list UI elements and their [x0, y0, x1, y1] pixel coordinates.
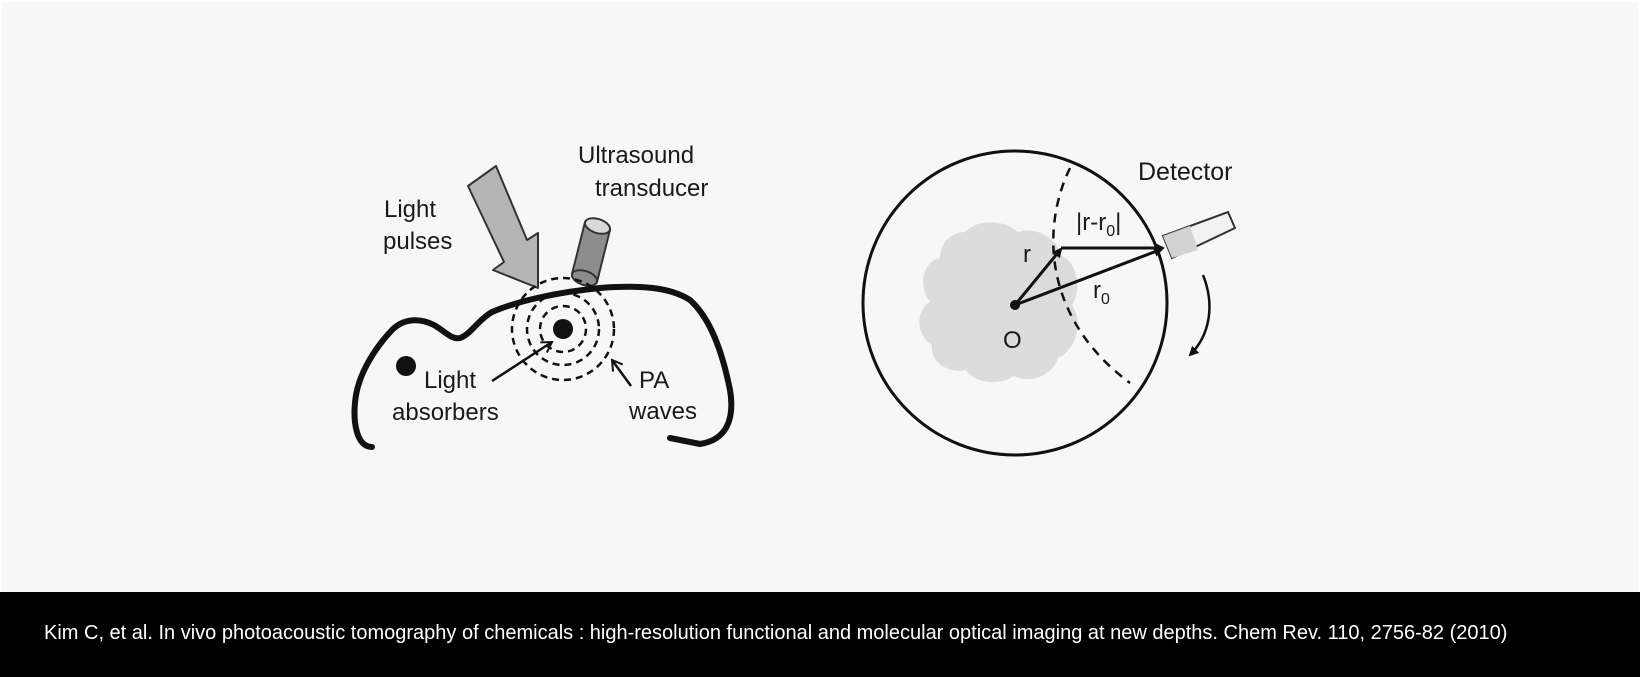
scan-circle: [861, 149, 1169, 457]
light-absorber-dot: [553, 319, 573, 339]
r-label: r: [1023, 241, 1031, 268]
tissue-outline: [351, 283, 735, 450]
rotation-arrow: [1188, 274, 1211, 357]
light-absorber-dot: [396, 356, 416, 376]
pa-pointer-arrow: [610, 358, 633, 387]
r0-vector: [1014, 247, 1164, 307]
light-pulse-arrow: [467, 165, 539, 289]
ultrasound-transducer-icon: [570, 217, 612, 287]
pa-waves-icon: [510, 276, 616, 382]
diagram-canvas: Ultrasound transducer Light pulses Light…: [351, 142, 1237, 457]
light-label-line2: pulses: [383, 228, 452, 255]
pa-label-line2: waves: [628, 398, 697, 425]
light-label-line1: Light: [384, 196, 436, 223]
detector-icon: [1161, 210, 1237, 260]
origin-point: [1010, 300, 1020, 310]
absorber-pointer-arrow: [491, 340, 554, 383]
distance-label: |r-r0|: [1076, 209, 1121, 240]
origin-label: O: [1003, 327, 1022, 354]
absorbers-label-line2: absorbers: [392, 399, 499, 426]
detector-label: Detector: [1138, 158, 1232, 186]
absorbers-label-line1: Light: [424, 367, 476, 394]
pa-label-line1: PA: [639, 367, 669, 394]
ultrasound-label-line1: Ultrasound: [578, 142, 694, 169]
object-blob: [919, 222, 1078, 383]
citation-caption: Kim C, et al. In vivo photoacoustic tomo…: [44, 622, 1508, 644]
detection-geometry-diagram: Detector |r-r0| r r0 O: [861, 149, 1237, 457]
r-vector: [1013, 247, 1063, 306]
figure-panel: [2, 2, 1638, 592]
r0-label: r0: [1093, 277, 1110, 308]
tissue-diagram: Ultrasound transducer Light pulses Light…: [351, 142, 735, 450]
ultrasound-label-line2: transducer: [595, 175, 708, 202]
caption-bar: [0, 592, 1640, 677]
